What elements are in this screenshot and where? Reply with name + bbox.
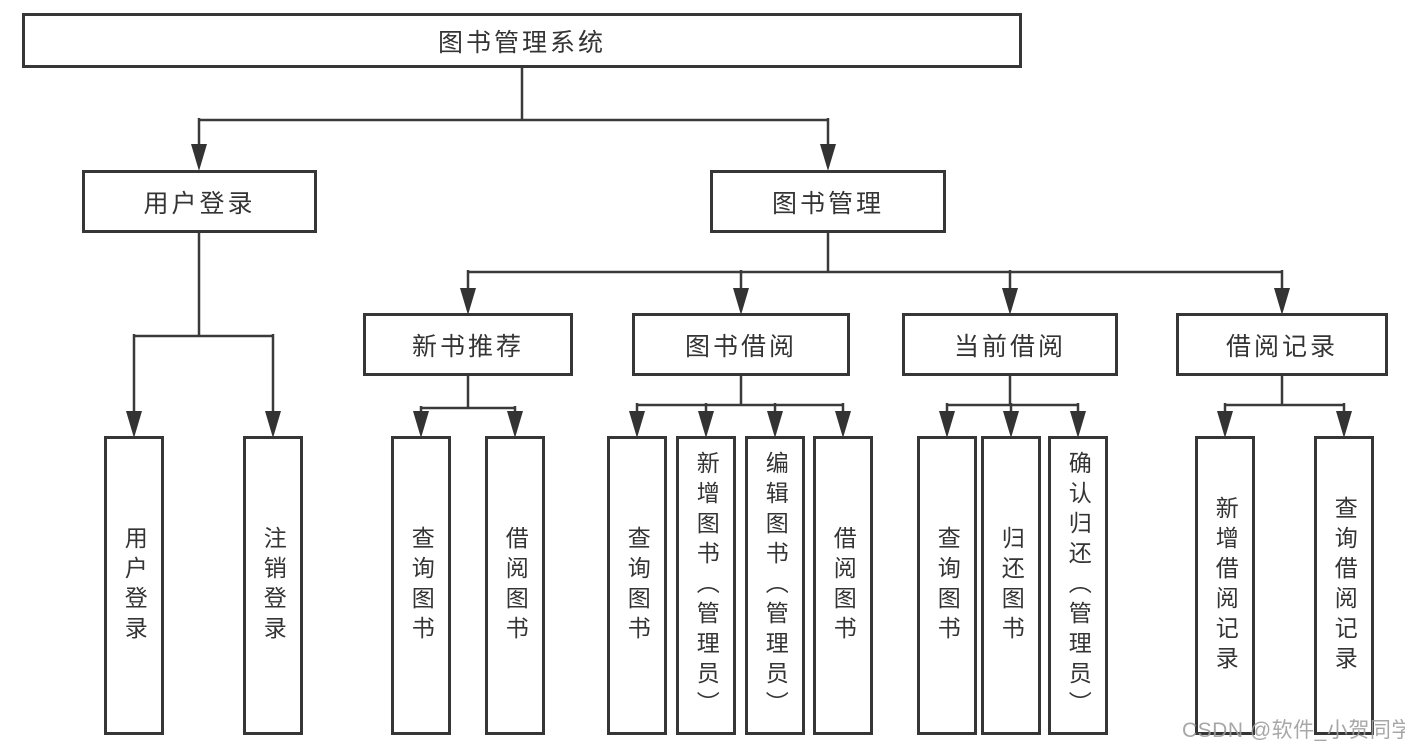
- leaf-query-books: 查询图书: [391, 436, 451, 735]
- leaf-label: 查询借阅记录: [1331, 495, 1358, 676]
- leaf-label: 借阅图书: [830, 525, 857, 646]
- arrowheads: [126, 144, 1352, 438]
- leaf-confirm-return-admin: 确认归还（管理员）: [1048, 436, 1108, 735]
- leaf-label: 归还图书: [998, 525, 1025, 646]
- leaf-add-books-admin: 新增图书（管理员）: [676, 436, 736, 735]
- leaf-user-login: 用户登录: [104, 436, 164, 735]
- leaf-label: 查询图书: [624, 525, 651, 646]
- csdn-watermark: CSDN @软件_小贺同学: [1182, 719, 1405, 742]
- leaf-label: 确认归还（管理员）: [1065, 450, 1092, 721]
- node-label: 当前借阅: [953, 332, 1066, 361]
- leaf-query-borrow-record: 查询借阅记录: [1314, 436, 1374, 735]
- leaf-label: 查询图书: [934, 525, 961, 646]
- node-book-borrowing: 图书借阅: [632, 313, 850, 376]
- node-borrowing-records: 借阅记录: [1176, 313, 1388, 376]
- node-label: 用户登录: [143, 189, 256, 218]
- tree-edges: [132, 66, 1346, 415]
- leaf-logout: 注销登录: [243, 436, 303, 735]
- node-label: 借阅记录: [1225, 332, 1338, 361]
- leaf-borrow-books: 借阅图书: [485, 436, 545, 735]
- node-label: 图书管理: [771, 189, 884, 218]
- node-label: 新书推荐: [411, 332, 524, 361]
- leaf-query-books: 查询图书: [917, 436, 977, 735]
- leaf-label: 新增借阅记录: [1212, 495, 1239, 676]
- node-new-book-recommendation: 新书推荐: [363, 313, 573, 376]
- leaf-label: 新增图书（管理员）: [693, 450, 720, 721]
- node-current-borrowing: 当前借阅: [902, 313, 1118, 376]
- leaf-add-borrow-record: 新增借阅记录: [1195, 436, 1255, 735]
- leaf-return-books: 归还图书: [981, 436, 1041, 735]
- leaf-edit-books-admin: 编辑图书（管理员）: [745, 436, 805, 735]
- node-book-management: 图书管理: [710, 170, 946, 233]
- leaf-label: 注销登录: [260, 525, 287, 646]
- node-library-management-system: 图书管理系统: [22, 13, 1022, 68]
- leaf-label: 用户登录: [121, 525, 148, 646]
- leaf-label: 编辑图书（管理员）: [762, 450, 789, 721]
- leaf-label: 借阅图书: [502, 525, 529, 646]
- node-user-login: 用户登录: [82, 170, 317, 233]
- node-label: 图书借阅: [684, 332, 797, 361]
- leaf-query-books: 查询图书: [607, 436, 667, 735]
- node-label: 图书管理系统: [437, 28, 606, 57]
- leaf-borrow-books: 借阅图书: [813, 436, 873, 735]
- leaf-label: 查询图书: [408, 525, 435, 646]
